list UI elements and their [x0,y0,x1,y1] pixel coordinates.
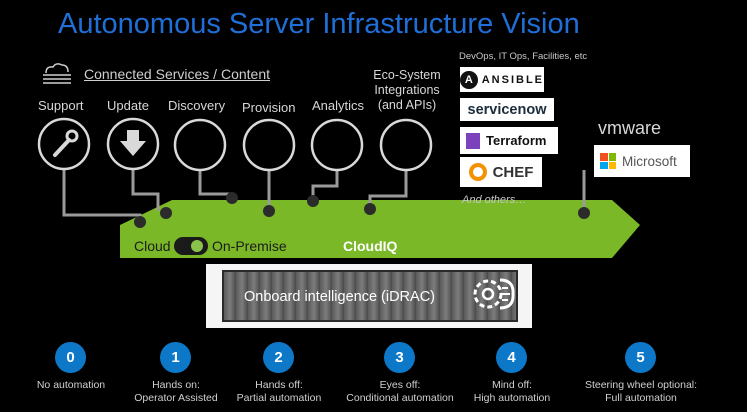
brain-gear-icon [473,278,515,310]
level-5-circle: 5 [625,342,656,373]
level-1-label: Hands on:Operator Assisted [134,379,218,404]
provision-circle [242,118,296,172]
and-others-label: And others… [462,194,527,206]
toggle-knob [191,240,203,252]
level-4-circle: 4 [496,342,527,373]
service-label-support: Support [38,98,84,113]
terraform-mark-icon [466,132,480,149]
connected-services-label: Connected Services / Content [84,66,270,82]
analytics-circle [310,118,364,172]
cloud-icon [43,63,71,84]
chef-mark-icon [468,163,487,181]
service-label-provision: Provision [242,100,296,115]
service-label-update: Update [107,98,149,113]
servicenow-logo: servicenow [460,98,554,121]
cloud-label: Cloud [134,238,171,254]
microsoft-grid-icon [600,153,616,169]
level-2-label: Hands off:Partial automation [236,379,322,404]
level-0-circle: 0 [55,342,86,373]
service-label-discovery: Discovery [168,98,226,113]
level-1-circle: 1 [160,342,191,373]
level-3-label: Eyes off:Conditional automation [346,379,454,404]
ansible-logo: A ANSIBLE [460,67,544,92]
page-title: Autonomous Server Infrastructure Vision [58,8,580,40]
level-5-label: Steering wheel optional:Full automation [584,379,698,404]
discovery-circle [173,118,227,172]
chef-logo: CHEF [460,157,542,187]
vmware-logo: vmware [598,118,662,138]
level-0-label: No automation [36,379,106,391]
onboard-intelligence-label: Onboard intelligence (iDRAC) [244,289,435,305]
eco-system-circle [379,118,433,172]
download-arrow-icon [120,130,146,156]
level-4-label: Mind off:High automation [473,379,551,404]
cloud-bar [120,200,640,258]
on-premise-label: On-Premise [212,238,287,254]
terraform-logo: Terraform [460,127,558,154]
service-label-analytics: Analytics [312,98,365,113]
eco-system-label: Eco-System Integrations (and APIs) [373,68,441,112]
level-2-circle: 2 [263,342,294,373]
ansible-mark-icon: A [460,70,478,89]
server-drive-bays [222,270,518,322]
eco-system-subtitle: DevOps, IT Ops, Facilities, etc [459,51,588,62]
level-3-circle: 3 [384,342,415,373]
microsoft-logo: Microsoft [594,145,690,177]
wrench-icon [53,129,79,157]
cloudiq-label: CloudIQ [343,238,398,254]
